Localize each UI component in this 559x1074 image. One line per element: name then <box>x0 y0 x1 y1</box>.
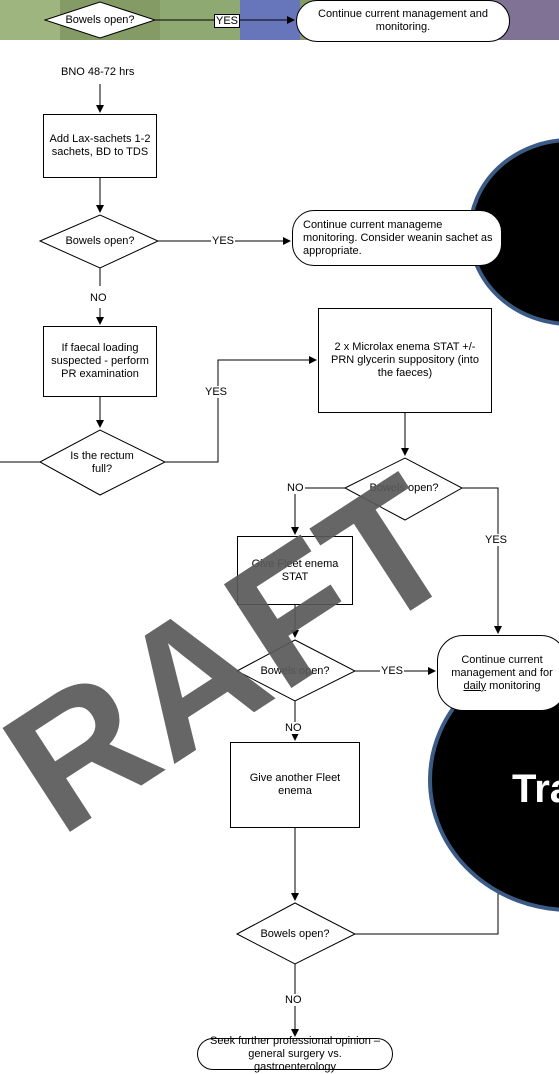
edge-no-3: NO <box>286 482 305 494</box>
edge-yes-2: YES <box>211 235 236 247</box>
seek-opinion-box: Seek further professional opinion – gene… <box>197 1035 393 1073</box>
continue-daily-monitoring-box: Continue current management and for dail… <box>437 635 559 711</box>
microlax-enema-box: 2 x Microlax enema STAT +/- PRN glycerin… <box>318 308 492 413</box>
rectum-full-label: Is the rectum full? <box>70 450 134 475</box>
edge-no-4: NO <box>284 722 303 734</box>
overlay-ellipse-bottom <box>428 648 559 912</box>
bowels-open-4-label: Bowels open? <box>260 665 330 677</box>
edge-yes-3: YES <box>484 534 509 546</box>
bowels-open-2-label: Bowels open? <box>65 235 135 247</box>
bowels-open-top-label: Bowels open? <box>65 14 135 26</box>
continue-wean-box: Continue current manageme monitoring. Co… <box>292 210 502 266</box>
another-fleet-enema-box: Give another Fleet enema <box>230 742 360 828</box>
fleet-enema-stat-box: Give Fleet enema STAT <box>237 536 353 605</box>
edge-yes-rectum: YES <box>204 386 229 398</box>
continue-daily-line1: Continue current management and for <box>451 653 553 679</box>
edge-yes-top: YES <box>214 14 241 28</box>
add-lax-sachets-box: Add Lax-sachets 1-2 sachets, BD to TDS <box>43 114 157 178</box>
daily-underlined: daily <box>463 679 487 692</box>
continue-daily-line2: daily monitoring <box>463 680 540 693</box>
faecal-loading-box: If faecal loading suspected - perform PR… <box>43 326 157 397</box>
monitoring-word: monitoring <box>489 679 541 692</box>
edge-no-2: NO <box>89 292 108 304</box>
bowels-open-3-label: Bowels open? <box>369 482 439 494</box>
edge-no-5: NO <box>284 994 303 1006</box>
bno-label: BNO 48-72 hrs <box>60 66 136 78</box>
bowels-open-5-label: Bowels open? <box>260 928 330 940</box>
edge-yes-4: YES <box>380 665 405 677</box>
continue-management-top: Continue current management and monitori… <box>296 0 510 42</box>
overlay-tra-text: Tra <box>512 767 559 811</box>
